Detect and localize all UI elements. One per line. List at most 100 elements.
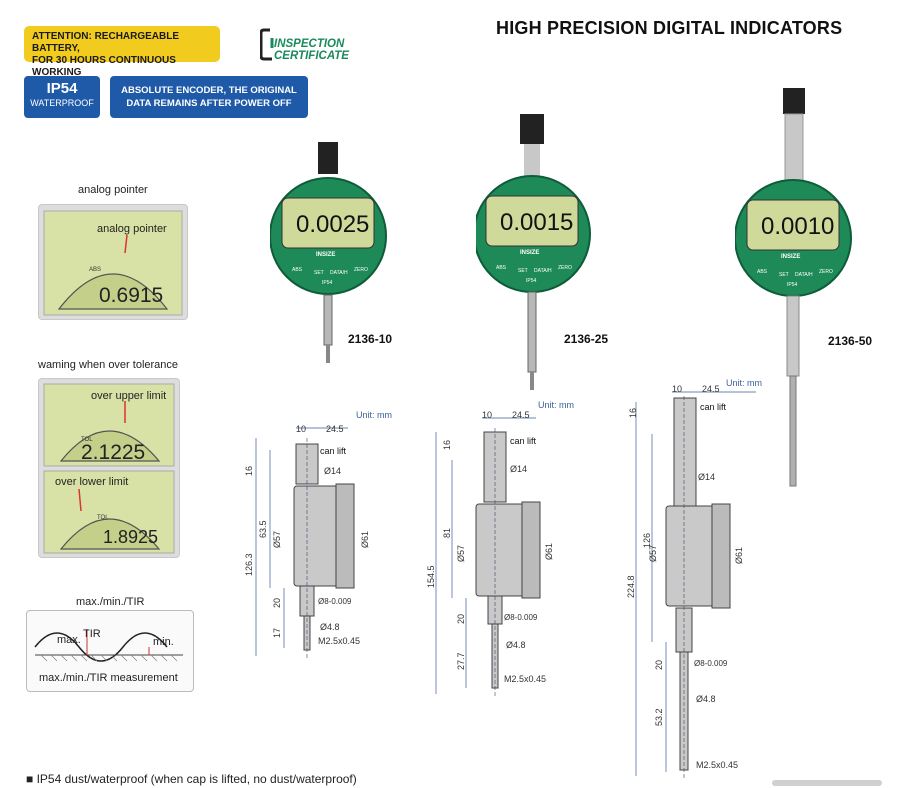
battery-attention-badge: ATTENTION: RECHARGEABLE BATTERY, FOR 30 … <box>24 26 220 78</box>
d1-h1263: 126.3 <box>244 553 254 576</box>
certificate-word: CERTIFICATE <box>274 50 349 62</box>
analog-caption: analog pointer <box>78 184 148 196</box>
d1-d61: Ø61 <box>360 531 370 548</box>
tir-min-label: min. <box>153 636 174 648</box>
ip-2136-25: IP54 <box>526 278 537 284</box>
d2-h16: 16 <box>442 440 452 450</box>
btn-zero-2136-25: ZERO <box>558 265 572 271</box>
d3-d8: Ø8-0.009 <box>694 659 728 668</box>
btn-set-2136-50: SET <box>779 272 789 278</box>
d2-d57: Ø57 <box>456 545 466 562</box>
battery-line-1: ATTENTION: RECHARGEABLE BATTERY, <box>32 31 180 54</box>
btn-data-2136-50: DATA/H <box>795 272 813 278</box>
d1-d8: Ø8-0.009 <box>318 597 352 606</box>
d2-d14: Ø14 <box>510 464 527 474</box>
d3-h16: 16 <box>628 408 638 418</box>
d2-thread: M2.5x0.45 <box>504 674 546 684</box>
model-2136-25: 2136-25 <box>564 332 609 346</box>
lower-reading: 1.8925 <box>103 527 158 547</box>
d1-d57: Ø57 <box>272 531 282 548</box>
tolerance-lcd-illustration: over upper limit TOL 2.1225 over lower l… <box>43 383 175 554</box>
drawing-2136-50: Unit: mm 10 24.5 can lift Ø14 16 126 224… <box>626 378 762 778</box>
d3-d48: Ø4.8 <box>696 694 716 704</box>
d3-can-lift: can lift <box>700 402 727 412</box>
d1-can-lift: can lift <box>320 446 347 456</box>
bottom-bar <box>772 780 882 786</box>
d2-d48: Ø4.8 <box>506 640 526 650</box>
tir-panel: max. TIR min. max./min./TIR measurement <box>26 610 194 692</box>
btn-zero-2136-10: ZERO <box>354 267 368 273</box>
tir-tir-label: TIR <box>83 628 101 640</box>
tir-max-label: max. <box>57 634 81 646</box>
d2-can-lift: can lift <box>510 436 537 446</box>
tir-caption: max./min./TIR <box>76 596 145 608</box>
lower-tol: TOL <box>97 515 109 521</box>
lower-label: over lower limit <box>55 476 128 488</box>
btn-abs-2136-50: ABS <box>757 269 768 275</box>
ip-2136-10: IP54 <box>322 280 333 286</box>
d2-h20: 20 <box>456 614 466 624</box>
reading-2136-10: 0.0025 <box>296 211 369 238</box>
ip54-title: IP54 <box>46 80 78 97</box>
d3-unit: Unit: mm <box>726 378 762 388</box>
battery-line-2: FOR 30 HOURS CONTINUOUS WORKING <box>32 55 176 78</box>
brand-2136-50: INSIZE <box>781 254 800 260</box>
drawing-2136-25: Unit: mm 10 24.5 can lift Ø14 16 81 154.… <box>426 400 574 696</box>
d2-d61: Ø61 <box>544 543 554 560</box>
brand-2136-10: INSIZE <box>316 252 335 258</box>
model-2136-50: 2136-50 <box>828 334 873 348</box>
drawing-2136-10: Unit: mm 10 24.5 can lift Ø14 16 63.5 12… <box>244 410 392 658</box>
btn-set-2136-10: SET <box>314 270 324 276</box>
d1-h635: 63.5 <box>258 520 268 538</box>
analog-pointer-panel: analog pointer ABS 0.6915 <box>38 204 188 320</box>
d3-w10: 10 <box>672 384 682 394</box>
d3-d57: Ø57 <box>648 545 658 562</box>
indicator-2136-50-photo: 0.0010 INSIZE ABS SET DATA/H ZERO IP54 <box>735 88 852 487</box>
d3-d14: Ø14 <box>698 472 715 482</box>
d2-w10: 10 <box>482 410 492 420</box>
encoder-line-1: ABSOLUTE ENCODER, THE ORIGINAL <box>121 85 297 96</box>
d3-h126: 126 <box>642 533 652 548</box>
d2-h1545: 154.5 <box>426 565 436 588</box>
indicator-2136-10-photo: 0.0025 INSIZE ABS SET DATA/H ZERO IP54 <box>270 142 387 363</box>
tir-measure-label: max./min./TIR measurement <box>39 672 178 684</box>
ip54-subtitle: WATERPROOF <box>30 98 94 108</box>
ip54-bullet: ■ IP54 dust/waterproof (when cap is lift… <box>26 772 357 786</box>
d3-h532: 53.2 <box>654 708 664 726</box>
d1-h17: 17 <box>272 628 282 638</box>
d1-unit: Unit: mm <box>356 410 392 420</box>
btn-set-2136-25: SET <box>518 268 528 274</box>
d1-h16: 16 <box>244 466 254 476</box>
d3-thread: M2.5x0.45 <box>696 760 738 770</box>
ip54-badge: IP54 WATERPROOF <box>24 76 100 118</box>
d2-h81: 81 <box>442 528 452 538</box>
indicator-2136-25-photo: 0.0015 INSIZE ABS SET DATA/H ZERO IP54 <box>476 114 591 390</box>
d2-d8: Ø8-0.009 <box>504 613 538 622</box>
d3-h2248: 224.8 <box>626 575 636 598</box>
d1-w10: 10 <box>296 424 306 434</box>
inspection-word: INSPECTION <box>274 38 345 50</box>
d1-h20: 20 <box>272 598 282 608</box>
btn-data-2136-10: DATA/H <box>330 270 348 276</box>
d3-d61: Ø61 <box>734 547 744 564</box>
upper-tol: TOL <box>81 437 93 443</box>
encoder-badge: ABSOLUTE ENCODER, THE ORIGINAL DATA REMA… <box>110 76 308 118</box>
tir-wave-illustration: max. TIR min. max./min./TIR measurement <box>34 628 183 684</box>
d2-h277: 27.7 <box>456 652 466 670</box>
d3-w245: 24.5 <box>702 384 720 394</box>
d1-thread: M2.5x0.45 <box>318 636 360 646</box>
d1-d48: Ø4.8 <box>320 622 340 632</box>
analog-reading: 0.6915 <box>99 284 163 307</box>
reading-2136-50: 0.0010 <box>761 213 834 240</box>
analog-lcd-illustration: analog pointer ABS 0.6915 <box>43 210 183 316</box>
reading-2136-25: 0.0015 <box>500 209 573 236</box>
page-title: HIGH PRECISION DIGITAL INDICATORS <box>496 18 843 38</box>
upper-reading: 2.1225 <box>81 441 145 464</box>
analog-abs: ABS <box>89 267 101 273</box>
d2-unit: Unit: mm <box>538 400 574 410</box>
upper-label: over upper limit <box>91 390 166 402</box>
btn-abs-2136-10: ABS <box>292 267 303 273</box>
d1-w245: 24.5 <box>326 424 344 434</box>
tolerance-panel: over upper limit TOL 2.1225 over lower l… <box>38 378 180 558</box>
btn-zero-2136-50: ZERO <box>819 269 833 275</box>
